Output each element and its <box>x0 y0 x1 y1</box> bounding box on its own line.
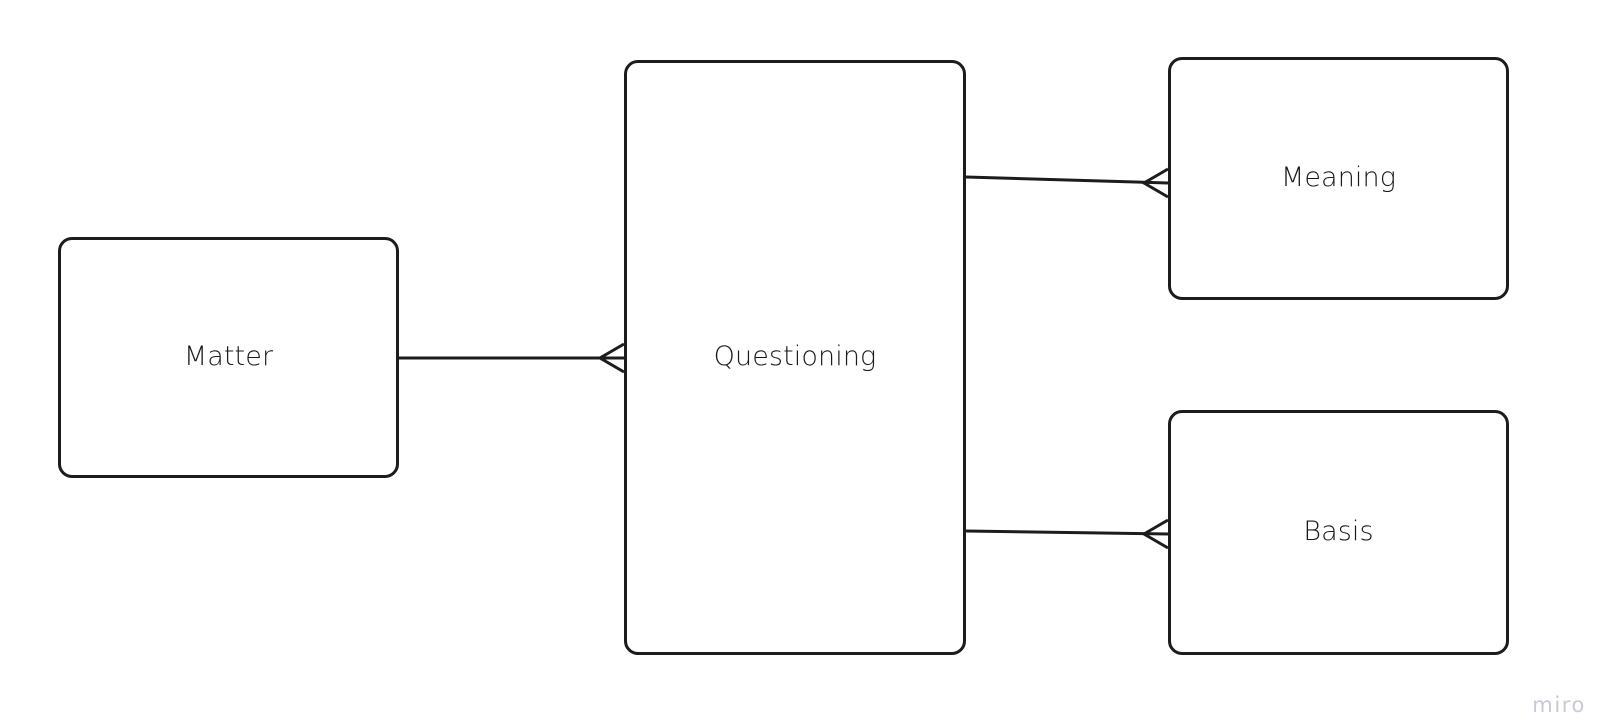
connector-matter-to-questioning[interactable] <box>399 342 625 374</box>
node-label: Meaning <box>1280 162 1397 194</box>
node-basis[interactable]: Basis <box>1168 410 1509 655</box>
node-label: Questioning <box>713 341 877 373</box>
node-questioning[interactable]: Questioning <box>624 60 966 655</box>
node-label: Matter <box>183 341 274 373</box>
connector-questioning-to-basis[interactable] <box>965 518 1169 550</box>
crows-foot-arrow-icon <box>1141 167 1169 199</box>
miro-watermark: miro <box>1532 693 1586 717</box>
node-label: Basis <box>1303 516 1374 548</box>
crows-foot-arrow-icon <box>597 342 625 374</box>
connector-line <box>965 529 1169 536</box>
connector-questioning-to-meaning[interactable] <box>965 167 1169 199</box>
node-matter[interactable]: Matter <box>58 237 399 478</box>
node-meaning[interactable]: Meaning <box>1168 57 1509 300</box>
connector-line <box>965 175 1169 185</box>
crows-foot-arrow-icon <box>1141 518 1169 550</box>
